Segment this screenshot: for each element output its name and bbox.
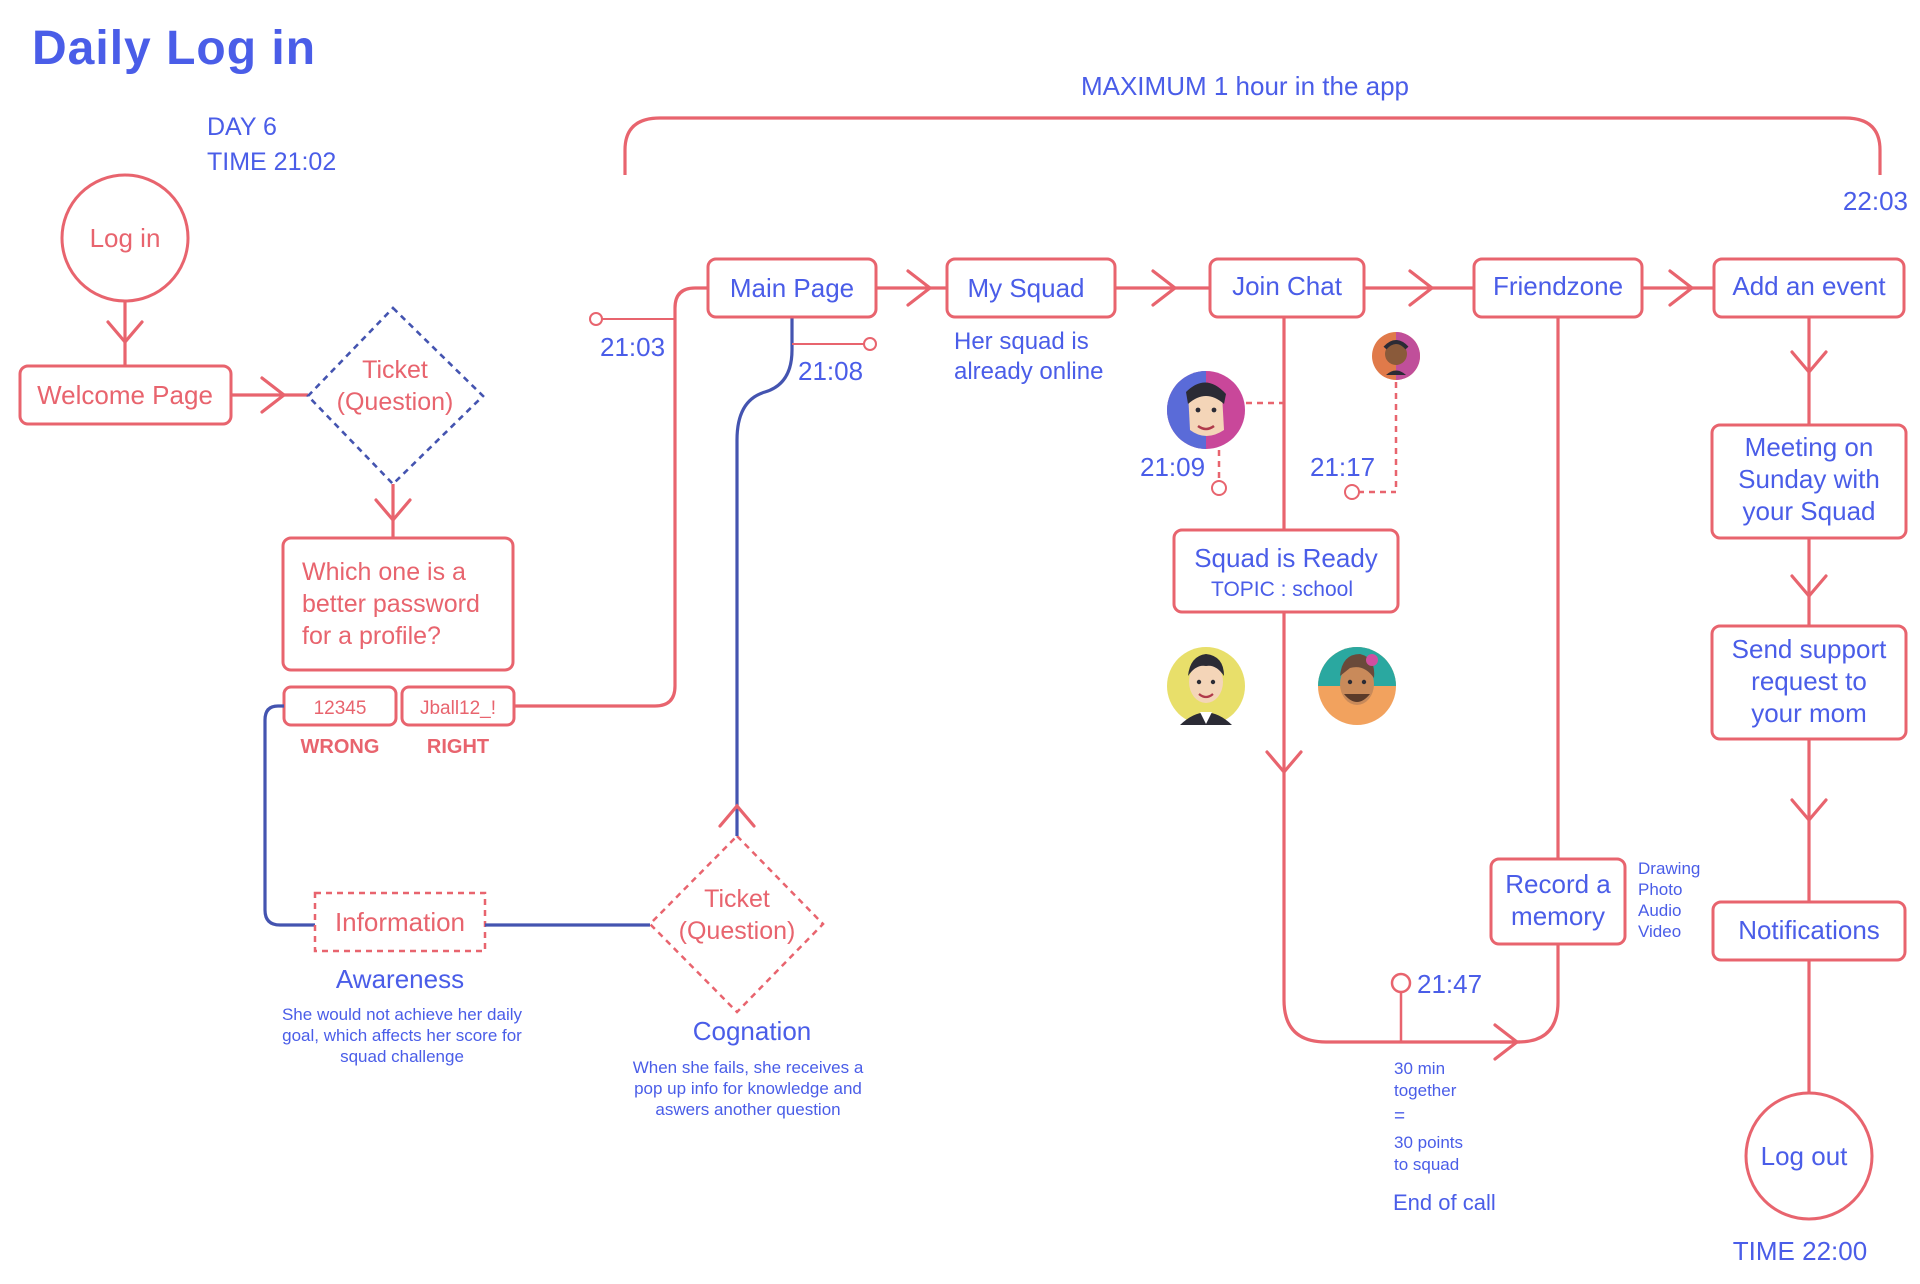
diagram-title: Daily Log in [32, 22, 316, 75]
time-marker-dot [1211, 480, 1227, 496]
option-wrong-value: 12345 [314, 698, 367, 719]
login-label: Log in [90, 223, 161, 253]
arrow-down-icon [1265, 750, 1303, 774]
cognation-label: Cognation [693, 1016, 812, 1046]
time-marker-dot [1344, 484, 1360, 500]
media-option-drawing: Drawing [1638, 859, 1700, 878]
my-squad-label: My Squad [967, 273, 1084, 303]
support-line-3: your mom [1751, 698, 1867, 728]
ticket-question-2-node[interactable] [648, 834, 825, 1014]
connector-wrong-information [263, 704, 315, 927]
avatar-member-2 [1372, 332, 1420, 380]
join-chat-label: Join Chat [1232, 271, 1343, 301]
time-marker-dot [1390, 972, 1412, 994]
arrow-right-icon [260, 376, 286, 414]
record-line-2: memory [1511, 901, 1605, 931]
ticket-1-line-1: Ticket [362, 356, 428, 384]
call-note-1: 30 min [1394, 1059, 1445, 1078]
time-return-label: 21:08 [798, 356, 863, 386]
connector-right-mainpage [514, 286, 708, 708]
connector-join-call [1282, 317, 1520, 1044]
question-line-2: better password [302, 590, 480, 618]
main-page-label: Main Page [730, 273, 854, 303]
call-note-4: 30 points [1394, 1133, 1463, 1152]
logout-node[interactable] [1744, 1091, 1874, 1221]
arrow-up-icon [718, 803, 756, 828]
meeting-line-3: your Squad [1743, 496, 1876, 526]
arrow-down-icon [1790, 574, 1828, 598]
friendzone-label: Friendzone [1493, 271, 1623, 301]
question-line-1: Which one is a [302, 558, 466, 586]
time-marker-dot [863, 337, 877, 351]
squad-desc-2: already online [954, 358, 1103, 385]
awareness-desc-2: goal, which affects her score for [282, 1026, 522, 1045]
ticket-2-line-1: Ticket [704, 885, 770, 913]
question-node [281, 536, 515, 672]
cognation-desc-2: pop up info for knowledge and [634, 1079, 862, 1098]
welcome-page-label: Welcome Page [37, 380, 213, 410]
media-option-photo: Photo [1638, 880, 1682, 899]
call-note-5: to squad [1394, 1155, 1459, 1174]
end-bracket-time: 22:03 [1843, 186, 1908, 216]
add-event-label: Add an event [1732, 271, 1886, 301]
question-line-3: for a profile? [302, 622, 441, 650]
call-note-2: together [1394, 1081, 1457, 1100]
ticket-2-line-2: (Question) [679, 917, 796, 945]
arrow-right-icon [1668, 269, 1694, 307]
time-marker-dot [589, 312, 603, 326]
avatar-member-3 [1167, 647, 1245, 725]
option-right-value: Jball12_! [420, 698, 496, 719]
topic-label: TOPIC : school [1211, 578, 1353, 601]
squad-ready-node [1172, 528, 1400, 614]
meeting-line-2: Sunday with [1738, 464, 1880, 494]
media-option-video: Video [1638, 922, 1681, 941]
ticket-1-line-2: (Question) [337, 388, 454, 416]
arrow-right-icon [1151, 269, 1177, 307]
arrow-right-icon [1408, 269, 1434, 307]
arrow-down-icon [1790, 350, 1828, 374]
arrow-down-icon [106, 320, 144, 344]
time-main-label: 21:03 [600, 332, 665, 362]
time-join1-label: 21:09 [1140, 452, 1205, 482]
arrow-down-icon [374, 498, 412, 522]
connector-record-call [1500, 944, 1560, 1044]
cognation-desc-3: aswers another question [655, 1100, 840, 1119]
squad-desc-1: Her squad is [954, 328, 1089, 355]
information-node[interactable] [313, 891, 487, 953]
max-duration-label: MAXIMUM 1 hour in the app [1081, 71, 1409, 101]
connector-ticket2-mainpage [735, 316, 794, 836]
arrow-right-icon [906, 269, 932, 307]
option-right-label: RIGHT [427, 736, 489, 758]
end-time-label: TIME 22:00 [1733, 1236, 1867, 1266]
cognation-desc-1: When she fails, she receives a [633, 1058, 864, 1077]
support-line-2: request to [1751, 666, 1867, 696]
awareness-desc-3: squad challenge [340, 1047, 464, 1066]
squad-ready-label: Squad is Ready [1194, 543, 1378, 573]
media-option-audio: Audio [1638, 901, 1681, 920]
time-call-label: 21:47 [1417, 969, 1482, 999]
call-note-3: = [1394, 1106, 1405, 1127]
ticket-question-1-node[interactable] [306, 306, 485, 486]
avatar-member-1 [1167, 371, 1245, 449]
day-label: DAY 6 [207, 113, 277, 141]
arrow-down-icon [1790, 798, 1828, 822]
end-call-label: End of call [1393, 1190, 1496, 1215]
start-time-label: TIME 21:02 [207, 148, 336, 176]
time-join2-label: 21:17 [1310, 452, 1375, 482]
support-line-1: Send support [1732, 634, 1887, 664]
max-duration-bracket [623, 116, 1882, 175]
option-wrong-label: WRONG [301, 736, 380, 758]
logout-label: Log out [1761, 1141, 1849, 1171]
record-memory-node[interactable] [1489, 857, 1627, 946]
meeting-line-1: Meeting on [1745, 432, 1874, 462]
information-label: Information [335, 907, 465, 937]
awareness-label: Awareness [336, 964, 464, 994]
avatar-member-4 [1318, 647, 1396, 725]
notifications-label: Notifications [1738, 915, 1880, 945]
awareness-desc-1: She would not achieve her daily [282, 1005, 523, 1024]
record-line-1: Record a [1505, 869, 1611, 899]
